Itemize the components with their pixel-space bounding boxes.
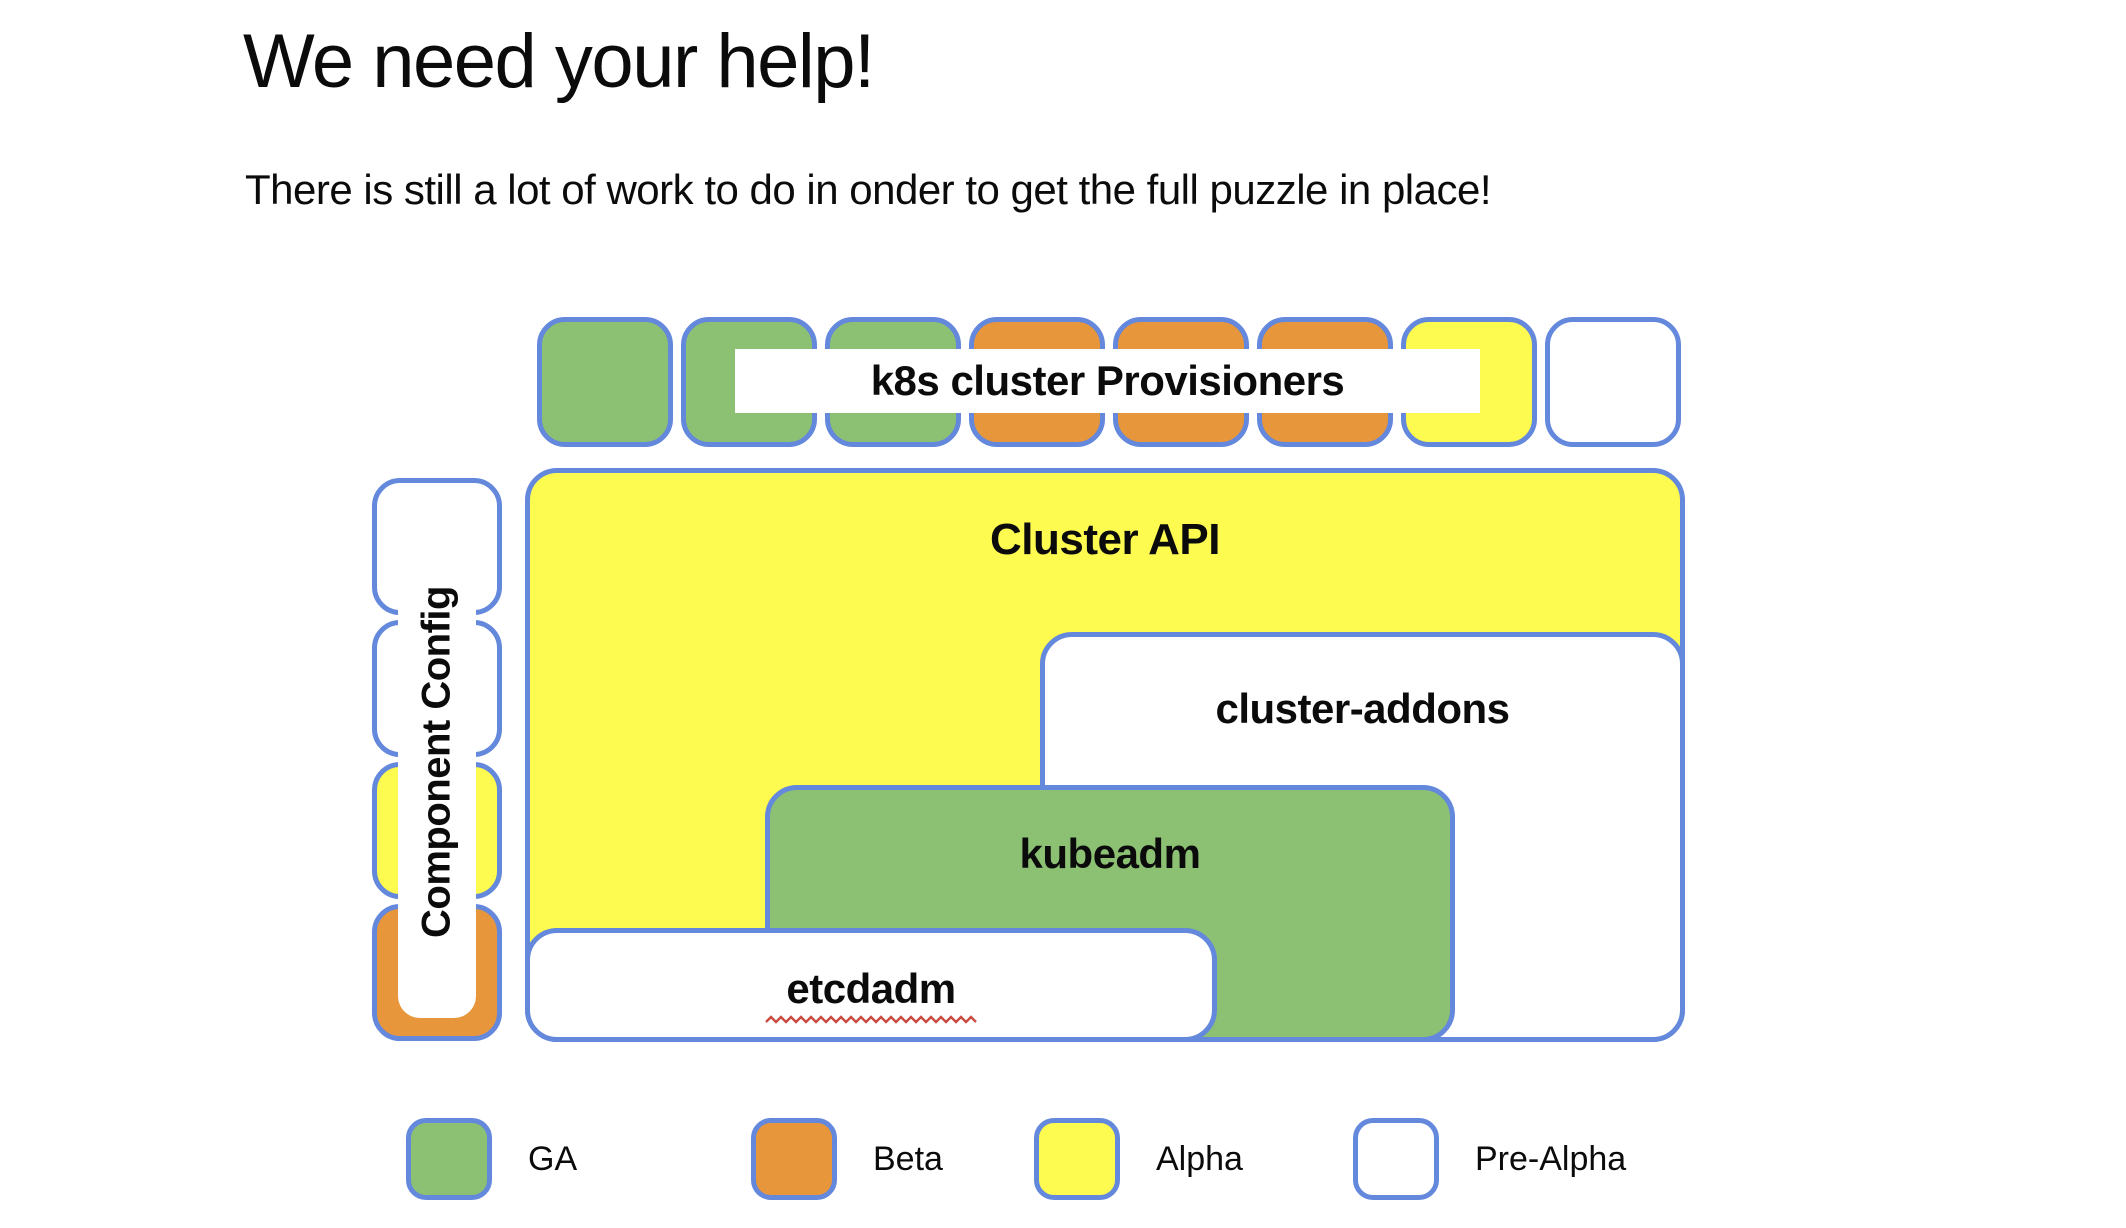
- legend-label-pre-alpha: Pre-Alpha: [1475, 1139, 1627, 1178]
- component-config-label-background: Component Config: [398, 506, 476, 1018]
- cluster-api-label: Cluster API: [989, 515, 1221, 564]
- provisioner-piece: [1545, 317, 1681, 447]
- kubeadm-label: kubeadm: [1019, 830, 1201, 877]
- etcdadm-label: etcdadm: [786, 965, 956, 1012]
- slide-title: We need your help!: [243, 19, 875, 104]
- legend-label-ga: GA: [528, 1139, 578, 1178]
- slide-subtitle: There is still a lot of work to do in on…: [245, 166, 1492, 213]
- legend-swatch-alpha: [1034, 1118, 1120, 1200]
- provisioners-label: k8s cluster Provisioners: [735, 349, 1480, 413]
- legend-item-alpha: Alpha: [1034, 1118, 1243, 1200]
- legend-item-beta: Beta: [751, 1118, 943, 1200]
- etcdadm-box: etcdadm: [525, 928, 1217, 1042]
- spellcheck-squiggle: [765, 1015, 977, 1024]
- legend-swatch-ga: [406, 1118, 492, 1200]
- legend-item-pre-alpha: Pre-Alpha: [1353, 1118, 1626, 1200]
- legend-swatch-beta: [751, 1118, 837, 1200]
- cluster-addons-label: cluster-addons: [1215, 685, 1510, 732]
- provisioner-piece: [537, 317, 673, 447]
- component-config-label: Component Config: [414, 586, 459, 938]
- legend-label-beta: Beta: [873, 1139, 943, 1178]
- legend-item-ga: GA: [406, 1118, 577, 1200]
- legend-swatch-pre-alpha: [1353, 1118, 1439, 1200]
- legend-label-alpha: Alpha: [1156, 1139, 1243, 1178]
